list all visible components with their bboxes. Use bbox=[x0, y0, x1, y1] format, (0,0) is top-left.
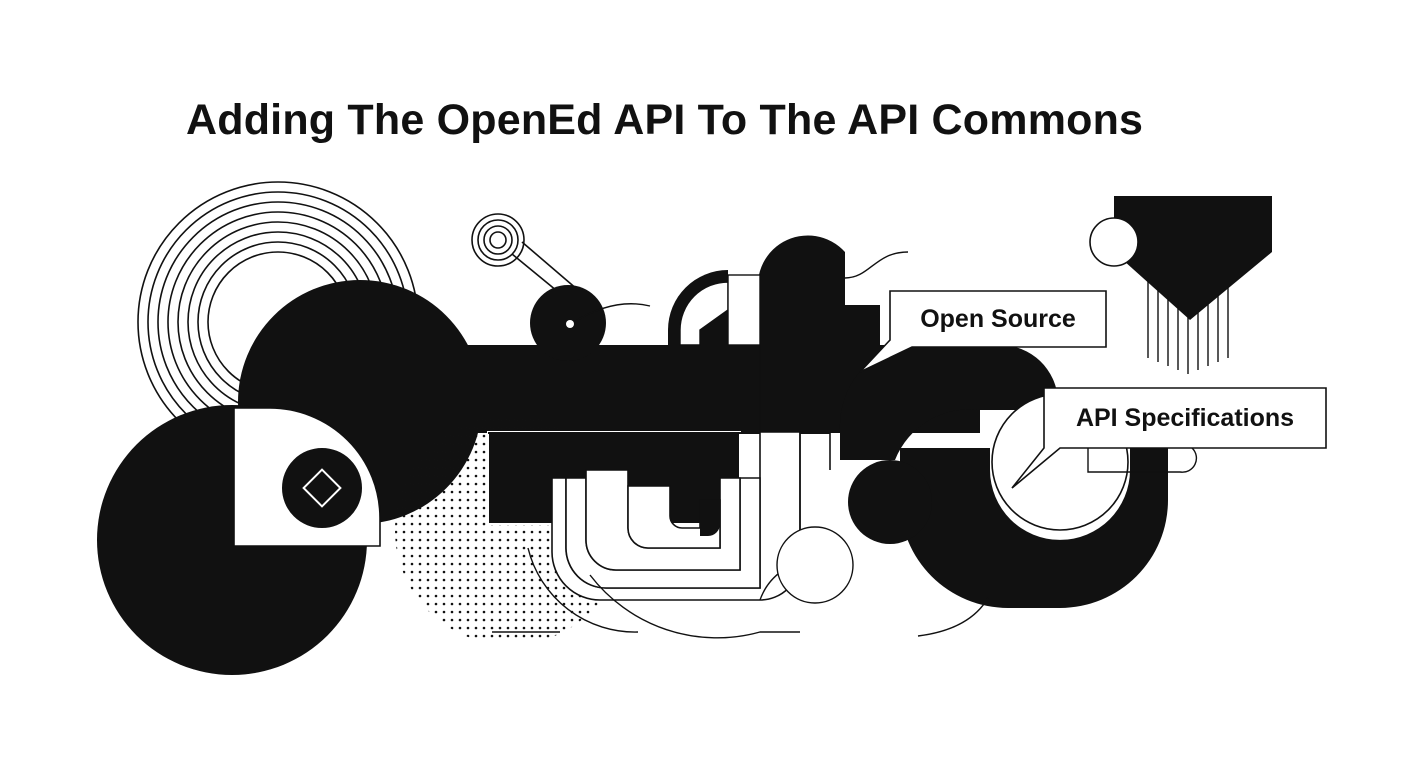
spiral-icon bbox=[471, 213, 579, 301]
black-pentagon bbox=[1114, 196, 1272, 320]
callout-api-specifications-label: API Specifications bbox=[1075, 404, 1295, 432]
small-black-cap bbox=[700, 500, 720, 536]
connector-line bbox=[1087, 447, 1198, 473]
callout-open-source-shape bbox=[859, 290, 1107, 373]
black-circle-small bbox=[848, 460, 932, 544]
black-ring-right bbox=[839, 344, 1058, 460]
knob-pin bbox=[566, 320, 574, 328]
white-circle-top-right bbox=[1089, 217, 1139, 267]
hanging-lines bbox=[1147, 278, 1229, 374]
knob-line bbox=[573, 303, 651, 323]
diamond-icon bbox=[302, 468, 342, 508]
page-title: Adding The OpenEd API To The API Commons bbox=[186, 96, 1144, 144]
thin-arcs-bottom bbox=[492, 526, 854, 639]
black-dome bbox=[757, 235, 880, 345]
nested-u-shapes bbox=[551, 431, 801, 601]
wave-line bbox=[844, 251, 909, 279]
diamond-circle bbox=[280, 446, 364, 530]
callout-open-source-label: Open Source bbox=[920, 305, 1076, 333]
black-u-ring bbox=[900, 448, 1168, 608]
white-strip bbox=[727, 274, 761, 346]
thin-curve-right bbox=[917, 597, 989, 637]
central-block-outline bbox=[488, 432, 830, 434]
callout-api-spec-shape bbox=[1011, 387, 1327, 489]
